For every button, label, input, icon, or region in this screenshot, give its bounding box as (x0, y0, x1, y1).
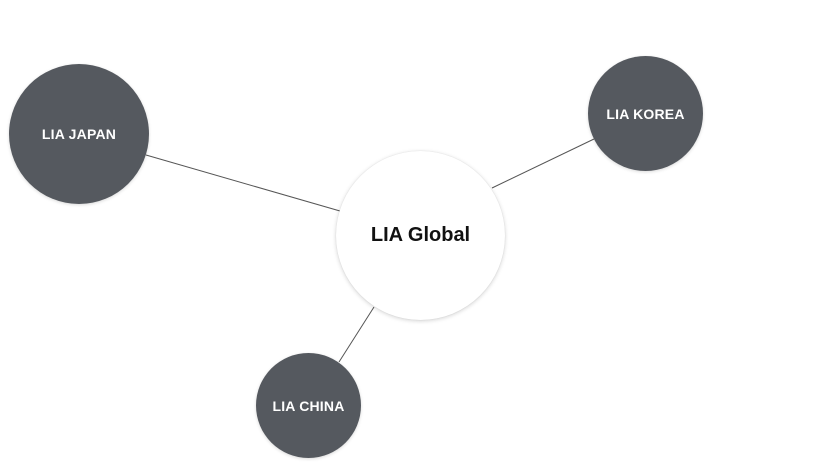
node-label-china: LIA CHINA (272, 397, 345, 414)
center-node-label: LIA Global (370, 224, 471, 246)
connector-japan (145, 154, 341, 212)
node-lia-japan[interactable]: LIA JAPAN (9, 64, 149, 204)
node-label-japan: LIA JAPAN (41, 126, 117, 142)
connector-korea (491, 138, 595, 189)
node-lia-korea[interactable]: LIA KOREA (588, 56, 703, 171)
node-label-korea: LIA KOREA (606, 105, 685, 122)
center-node-lia-global[interactable]: LIA Global (336, 151, 505, 320)
node-lia-china[interactable]: LIA CHINA (256, 353, 361, 458)
connector-china (338, 306, 375, 363)
